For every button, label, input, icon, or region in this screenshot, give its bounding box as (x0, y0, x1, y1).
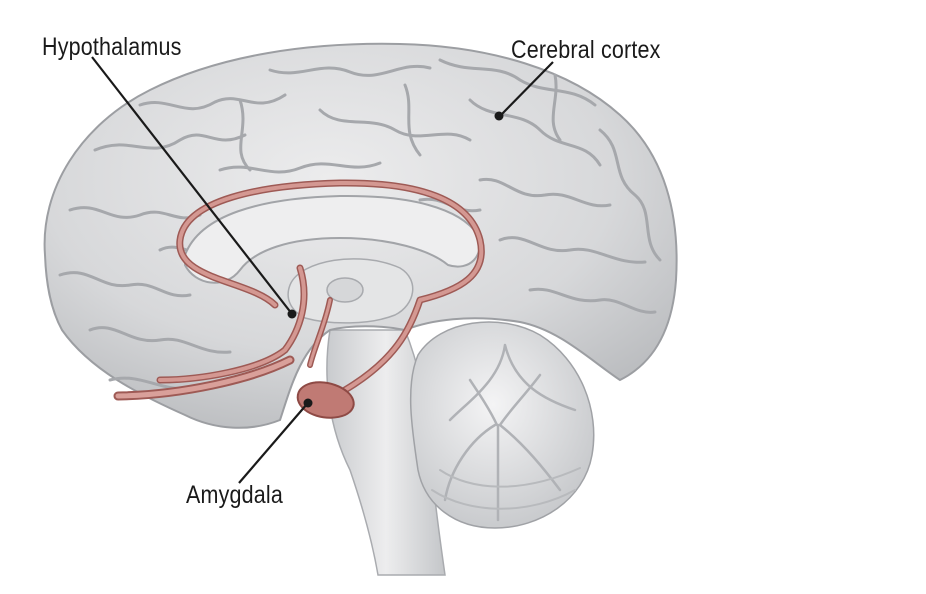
amygdala (296, 381, 355, 419)
amygdala-dot (303, 398, 313, 408)
amygdala-leader (238, 403, 308, 484)
corpus-callosum (184, 194, 481, 284)
hypothalamus-leader (91, 56, 293, 315)
hypothalamus-label: Hypothalamus (42, 33, 182, 61)
cerebral-cortex-dot (494, 111, 504, 121)
pineal-region (326, 277, 364, 303)
hypothalamus-dot (287, 309, 297, 319)
cerebral-cortex-leader (499, 61, 554, 117)
amygdala-label: Amygdala (186, 481, 283, 509)
limbic-tract (113, 179, 485, 401)
leader-lines (91, 56, 554, 484)
cerebellum (409, 321, 595, 529)
cerebral-cortex-label: Cerebral cortex (511, 36, 661, 64)
